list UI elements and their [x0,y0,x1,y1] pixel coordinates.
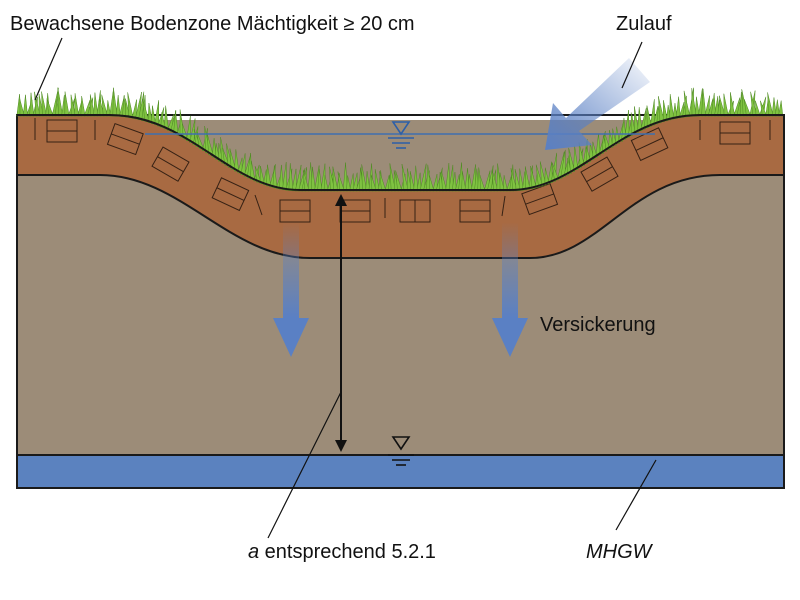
grass-blade [288,163,294,191]
grass-blade [115,95,121,117]
grass-blade [723,93,729,117]
grass-blade [778,100,784,117]
grass-blade [518,168,524,191]
grass-blade [80,96,86,117]
leader-groundwater [615,459,657,531]
soil-zone-label: Bewachsene Bodenzone Mächtigkeit ≥ 20 cm [10,13,415,35]
leader-distance [267,391,342,539]
grass-blade [127,92,134,119]
grass-blade [29,92,35,117]
groundwater-label: MHGW [586,541,652,563]
grass-blade [675,96,681,119]
grass-blade [291,168,297,192]
grass-blade [278,164,284,190]
grass-blade [524,166,531,190]
grass-blade [22,94,28,117]
groundwater-level-symbol [388,436,414,466]
grass-blade [64,91,70,117]
grass-blade [154,100,160,126]
grass-blade [530,166,537,189]
inflow-arrow [545,58,650,150]
leader-soil-zone [34,37,63,101]
water-level-symbol [388,121,414,149]
inflow-label: Zulauf [616,13,672,35]
ground-surface-line [17,114,784,191]
distance-arrow [335,194,347,452]
infiltration-label: Versickerung [540,314,656,336]
grass-blade [755,100,761,117]
grass-blade [163,105,169,130]
distance-text: entsprechend 5.2.1 [259,541,436,563]
grass-blade [282,162,288,191]
infiltration-arrow-right [492,222,528,357]
grass-blade [730,92,736,117]
grass-blade [294,164,302,192]
grass-blade [272,165,278,189]
distance-label: a entsprechend 5.2.1 [248,541,436,564]
infiltration-arrow-left [273,222,309,357]
grass-blade [74,93,80,117]
section-frame [16,114,785,489]
distance-variable: a [248,541,260,563]
leader-inflow [621,41,643,89]
